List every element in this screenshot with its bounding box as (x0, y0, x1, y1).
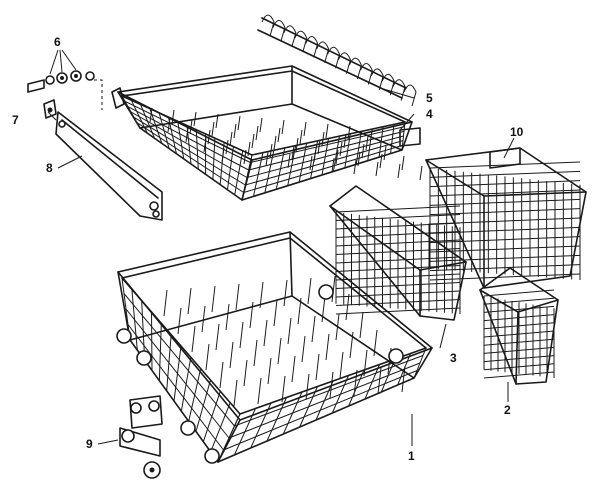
leader-lines (47, 87, 515, 446)
rack-track-part-8 (55, 111, 163, 221)
callout-3: 3 (450, 351, 457, 365)
roller-assembly-part-9 (119, 395, 163, 479)
lower-rack-wheels (116, 284, 404, 464)
lower-rack (116, 231, 433, 464)
tine-row-part-5 (257, 14, 417, 107)
callout-9: 9 (86, 437, 93, 451)
callout-5: 5 (426, 91, 433, 105)
cutlery-basket-part-3 (329, 185, 467, 321)
silverware-basket-part-10 (425, 147, 587, 289)
callout-10: 10 (510, 125, 524, 139)
callout-8: 8 (46, 161, 53, 175)
callout-1: 1 (408, 449, 415, 463)
rack-stop-part-7 (43, 99, 57, 119)
upper-rack (111, 65, 423, 201)
hardware-part-6 (27, 49, 103, 110)
callout-6: 6 (54, 35, 61, 49)
callout-7: 7 (12, 113, 19, 127)
callout-2: 2 (504, 403, 511, 417)
small-basket-part-2 (479, 267, 559, 385)
callout-4: 4 (426, 107, 433, 121)
